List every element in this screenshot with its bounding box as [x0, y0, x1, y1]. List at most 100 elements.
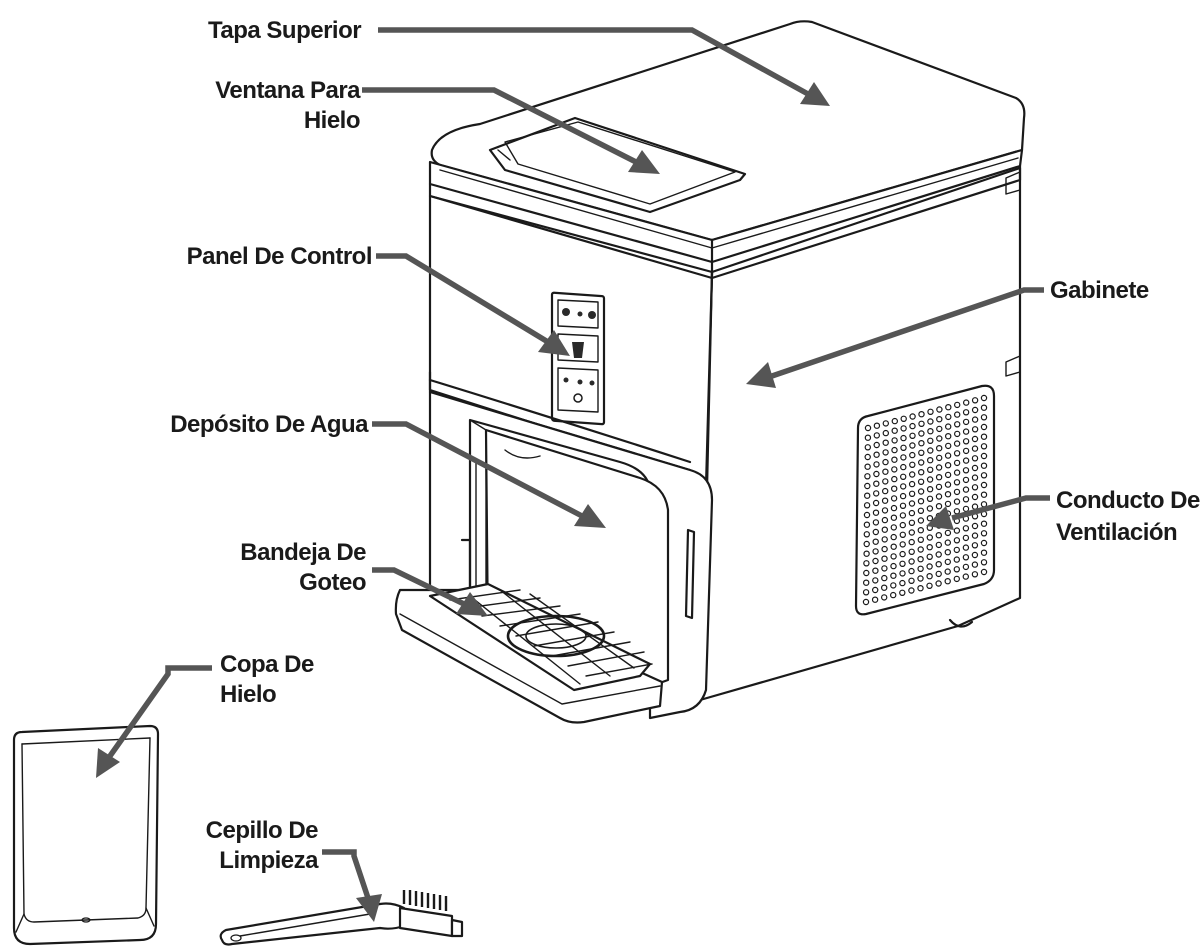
vent-hole [953, 527, 961, 534]
vent-hole [971, 561, 979, 568]
vent-hole [881, 526, 889, 533]
vent-hole [864, 492, 871, 499]
vent-hole [890, 533, 897, 541]
vent-hole [980, 481, 988, 489]
vent-hole [873, 480, 880, 487]
vent-hole [962, 476, 970, 484]
vent-hole [899, 560, 906, 568]
vent-hole [909, 461, 916, 468]
arrow-gabinete [771, 287, 1044, 379]
arrow-cepillo [322, 849, 371, 899]
vent-hole [890, 514, 898, 521]
vent-hole [971, 455, 979, 462]
vent-hole [899, 492, 907, 500]
label-conducto-line1: Conducto De [1056, 487, 1200, 514]
vent-hole [881, 516, 889, 524]
vent-hole [980, 520, 988, 527]
vent-hole [872, 499, 880, 507]
vent-hole [962, 428, 970, 435]
vent-hole [944, 500, 952, 508]
vent-hole [962, 525, 970, 532]
arrow-tapa-superior [378, 27, 810, 97]
vent-hole [899, 502, 907, 509]
vent-hole [908, 558, 915, 565]
vent-hole [980, 539, 988, 547]
vent-hole [909, 471, 916, 478]
vent-hole [953, 537, 961, 544]
vent-hole [917, 478, 925, 485]
vent-hole [953, 440, 961, 447]
label-copa-line1: Copa De [220, 651, 314, 678]
vent-hole [962, 409, 970, 416]
vent-hole [890, 591, 897, 599]
vent-hole [909, 442, 916, 449]
vent-hole [881, 555, 888, 562]
vent-hole [953, 546, 961, 554]
vent-hole [918, 420, 925, 427]
vent-hole [926, 505, 934, 512]
vent-hole [873, 432, 881, 439]
vent-hole [926, 495, 934, 502]
vent-hole [862, 598, 870, 606]
vent-hole [971, 464, 979, 472]
vent-hole [899, 570, 906, 577]
vent-hole [873, 490, 880, 497]
vent-hole [873, 422, 881, 429]
vent-hole [954, 411, 961, 418]
vent-hole [863, 531, 871, 538]
arrow-deposito [372, 421, 584, 519]
label-cepillo-line2: Limpieza [219, 847, 319, 874]
vent-hole [953, 450, 961, 457]
vent-hole [926, 544, 933, 551]
ventilation-grille [854, 384, 996, 616]
vent-hole [872, 528, 880, 536]
vent-hole [900, 434, 907, 442]
vent-hole [944, 578, 951, 585]
vent-hole [980, 452, 988, 460]
pointer-arrows [96, 27, 1050, 922]
vent-hole [980, 491, 988, 498]
vent-hole [962, 438, 970, 445]
vent-hole [926, 573, 933, 580]
vent-hole [936, 445, 943, 452]
vent-hole [899, 521, 907, 529]
vent-hole [971, 522, 979, 530]
vent-hole [954, 421, 961, 428]
vent-hole [935, 464, 943, 471]
vent-hole [962, 573, 970, 580]
vent-hole [963, 399, 970, 406]
vent-hole [980, 549, 988, 556]
vent-hole [944, 471, 952, 479]
vent-hole [962, 486, 970, 493]
vent-hole [944, 539, 952, 546]
vent-hole [980, 394, 988, 402]
drip-tray [394, 582, 664, 724]
vent-hole [863, 511, 871, 519]
vent-hole [980, 404, 988, 411]
vent-hole [917, 527, 925, 534]
vent-hole [891, 427, 898, 434]
vent-hole [917, 498, 925, 505]
vent-hole [881, 594, 888, 601]
vent-hole [908, 519, 916, 527]
vent-hole [908, 529, 916, 536]
vent-hole [962, 418, 970, 426]
vent-hole [927, 447, 934, 454]
vent-hole [882, 458, 889, 466]
vent-hole [936, 406, 943, 413]
vent-hole [891, 485, 898, 492]
vent-hole [971, 397, 979, 404]
vent-hole [863, 569, 870, 577]
vent-hole [962, 554, 970, 561]
control-panel [550, 291, 606, 426]
vent-hole [908, 509, 916, 517]
vent-hole [873, 441, 880, 449]
vent-hole [864, 434, 872, 441]
vent-hole [918, 459, 925, 466]
vent-hole [935, 570, 942, 578]
vent-hole [980, 559, 988, 566]
vent-hole [908, 480, 916, 488]
vent-hole [917, 517, 925, 524]
label-ventana-line2: Hielo [304, 107, 360, 134]
